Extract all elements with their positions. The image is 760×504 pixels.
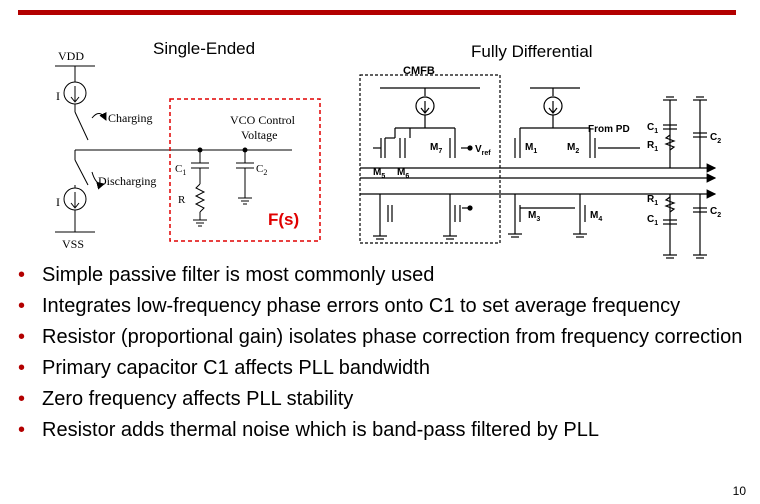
m5-label: M5 [373,167,385,180]
charging-label: Charging [108,111,152,125]
cmfb-box [359,74,501,244]
fs-label: F(s) [268,210,299,229]
filter-resistor [194,183,206,213]
bottom-current-label: I [56,195,60,209]
bullet-item: Simple passive filter is most commonly u… [14,263,754,287]
filter-box [169,98,321,242]
cmfb-label: CMFB [403,65,435,77]
discharging-switch [74,159,89,186]
m3-label: M3 [528,210,540,223]
ground-symbols [373,228,587,240]
vref-label: Vref [475,144,491,157]
bullet-item: Zero frequency affects PLL stability [14,387,754,411]
r1-top-label: R1 [647,140,658,153]
top-current-label: I [56,89,60,103]
m7-label: M7 [430,142,442,155]
single-ended-title: Single-Ended [153,39,256,58]
page-number: 10 [732,484,746,498]
bullet-item: Integrates low-frequency phase errors on… [14,294,754,318]
vdd-label: VDD [58,49,84,63]
r1-bottom-label: R1 [647,194,658,207]
charging-switch [74,111,89,141]
r-label: R [178,194,186,206]
bullet-item: Resistor (proportional gain) isolates ph… [14,325,754,349]
vco-control-label: VCO Control [230,113,296,127]
m1-label: M1 [525,142,537,155]
c2-bottom-label: C2 [710,206,721,219]
c1-label: C1 [175,163,186,177]
m2-label: M2 [567,142,579,155]
single-ended-circuit: VDD I Charging Discharging I VSS [55,49,296,251]
top-accent-bar [18,10,736,15]
m4-label: M4 [590,210,602,223]
fully-differential-circuit: CMFB M5 M6 M7 Vref [359,65,721,259]
vco-voltage-label: Voltage [241,128,277,142]
m6-label: M6 [397,167,409,180]
bullet-item: Primary capacitor C1 affects PLL bandwid… [14,356,754,380]
bullet-item: Resistor adds thermal noise which is ban… [14,418,754,442]
fully-differential-title: Fully Differential [471,42,593,61]
discharging-label: Discharging [98,174,156,188]
c1-bottom-label: C1 [647,214,658,227]
from-pd-label: From PD [588,124,630,135]
bullet-list: Simple passive filter is most commonly u… [14,263,754,449]
c2-top-label: C2 [710,132,721,145]
vss-label: VSS [62,237,84,251]
c2-label: C2 [256,163,267,177]
c1-top-label: C1 [647,122,658,135]
